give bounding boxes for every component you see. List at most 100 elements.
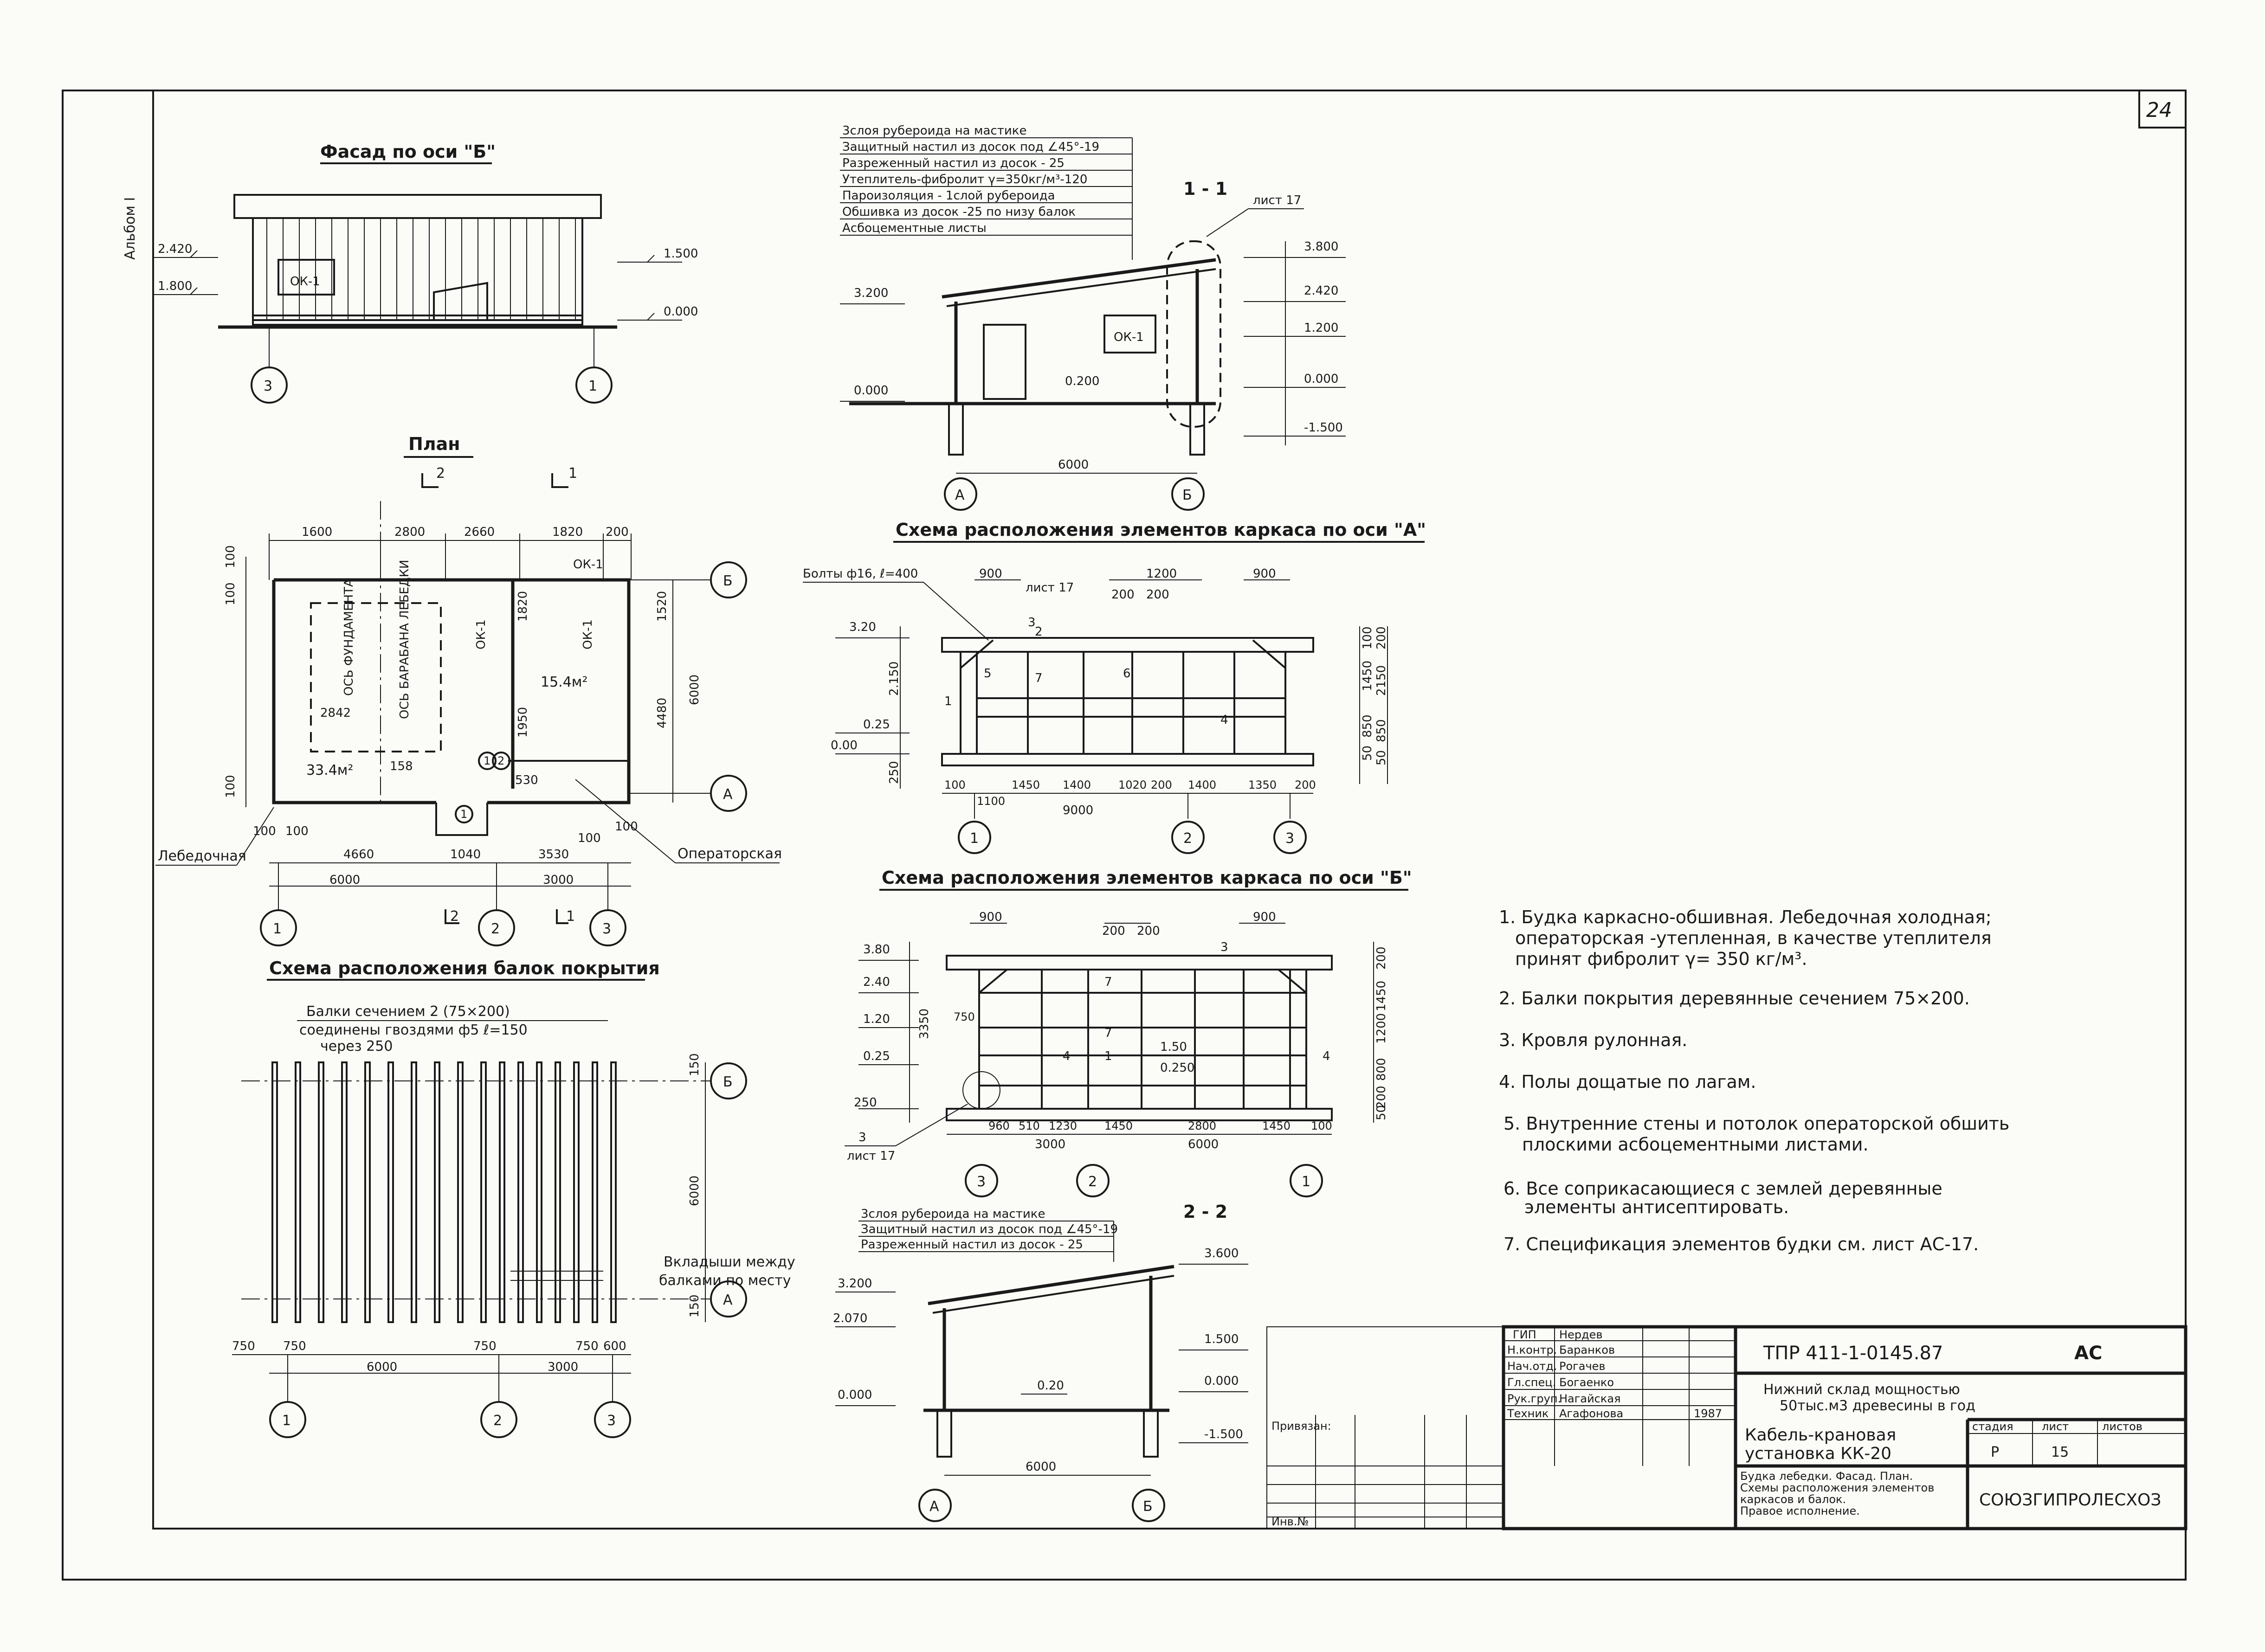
tb-role-1: ГИП bbox=[1513, 1328, 1536, 1341]
frame-b-right-dim-3: 1200 bbox=[1374, 1013, 1388, 1044]
album-label: Альбом I bbox=[122, 197, 138, 260]
section-2-2-layer-1: 3слоя рубероида на мастике bbox=[861, 1207, 1045, 1221]
plan-top-dim-1: 1600 bbox=[302, 525, 332, 539]
frame-b-bottom-dim-2: 510 bbox=[1019, 1119, 1040, 1132]
frame-b-axis-3: 3 bbox=[977, 1174, 986, 1190]
frame-b-right-dim-2: 1450 bbox=[1374, 981, 1388, 1011]
plan-side-dim-5: 4480 bbox=[655, 698, 669, 728]
frame-a-level-2: 2.150 bbox=[887, 662, 901, 696]
beams-axis-3: 3 bbox=[607, 1413, 616, 1429]
beams-side-dim-1: 150 bbox=[688, 1053, 702, 1076]
tb-binding: Привязан: bbox=[1271, 1420, 1331, 1433]
frame-a-sheet-ref: лист 17 bbox=[1026, 581, 1074, 595]
tb-stage-header: стадия bbox=[1972, 1420, 2013, 1433]
section-2-2-level-6: 0.000 bbox=[1204, 1374, 1239, 1388]
section-1-1-title: 1 - 1 bbox=[1183, 179, 1227, 199]
plan-section-mark-1b: 1 bbox=[566, 908, 575, 925]
plan-foundation bbox=[310, 602, 442, 752]
frame-a-total: 9000 bbox=[1063, 804, 1093, 817]
frame-a-mark-5: 5 bbox=[984, 667, 992, 681]
tb-project-2: 50тыс.м3 древесины в год bbox=[1780, 1398, 1975, 1414]
frame-b-mark-7a: 7 bbox=[1104, 975, 1112, 989]
section-2-2-level-3: 2.070 bbox=[833, 1311, 867, 1325]
plan-room-operator: Операторская bbox=[678, 846, 782, 862]
section-1-1-level-3: 0.200 bbox=[1065, 374, 1099, 388]
frame-a-mark-2: 2 bbox=[1035, 625, 1043, 639]
tb-year: 1987 bbox=[1694, 1407, 1722, 1420]
frame-b-bottom-dim-4: 1450 bbox=[1104, 1119, 1133, 1132]
section-1-1-window-label: ОК-1 bbox=[1114, 330, 1144, 344]
facade-level-4: 0.000 bbox=[664, 305, 698, 319]
plan-inner-dim-5: 530 bbox=[515, 773, 538, 787]
frame-a-bottom-dim-6: 200 bbox=[1151, 778, 1172, 791]
section-1-1-roof bbox=[942, 258, 1216, 299]
facade-cladding bbox=[266, 218, 576, 320]
frame-b-level-2: 2.40 bbox=[863, 975, 890, 989]
frame-a-top-beam bbox=[941, 637, 1314, 653]
frame-a-bolts: Болты ф16, ℓ=400 bbox=[803, 567, 918, 581]
beams-callout-3: через 250 bbox=[320, 1038, 393, 1054]
facade-level-1: 2.420 bbox=[158, 242, 192, 256]
section-1-1-level-1: 3.200 bbox=[854, 286, 888, 300]
plan-door-mark-1: 1 bbox=[484, 754, 490, 767]
note-1a: 1. Будка каркасно-обшивная. Лебедочная х… bbox=[1499, 907, 1992, 927]
frame-a-mark-7: 7 bbox=[1035, 671, 1043, 685]
section-1-1-axis-a: А bbox=[955, 487, 965, 503]
section-2-2-layer-2: Защитный настил из досок под ∠45°-19 bbox=[861, 1222, 1118, 1236]
section-2-2-title: 2 - 2 bbox=[1183, 1202, 1227, 1222]
beams-side-dim-2: 6000 bbox=[688, 1176, 702, 1206]
frame-b-level-3: 1.20 bbox=[863, 1012, 890, 1026]
tb-role-3: Нач.отд. bbox=[1507, 1360, 1557, 1373]
frame-b-mark-4b: 4 bbox=[1323, 1049, 1330, 1063]
section-2-2-level-1: 3.600 bbox=[1204, 1247, 1239, 1260]
section-2-2-roof bbox=[928, 1265, 1174, 1305]
section-1-1-level-6: 1.200 bbox=[1304, 321, 1338, 335]
frame-a-bottom-dim-7: 1400 bbox=[1188, 778, 1216, 791]
frame-b-level-1: 3.80 bbox=[863, 943, 890, 957]
tb-role-2: Н.контр. bbox=[1507, 1343, 1557, 1356]
note-6b: элементы антисептировать. bbox=[1524, 1197, 1789, 1217]
frame-b-top-dim-4: 900 bbox=[1253, 910, 1276, 924]
section-2-2-floor: 0.20 bbox=[1037, 1379, 1064, 1393]
beams-axis-2: 2 bbox=[493, 1413, 502, 1429]
section-2-2-level-4: 1.500 bbox=[1204, 1332, 1239, 1346]
tb-name-1: Нердев bbox=[1559, 1328, 1603, 1341]
plan-area-2: 15.4м² bbox=[541, 674, 587, 690]
section-1-1-window bbox=[1103, 315, 1156, 354]
note-3: 3. Кровля рулонная. bbox=[1499, 1030, 1687, 1050]
section-1-1-span: 6000 bbox=[1058, 458, 1089, 472]
beams-axis-a: А bbox=[723, 1292, 733, 1308]
frame-b-inner-level-2: 0.250 bbox=[1160, 1061, 1194, 1075]
frame-a-right-dim-4: 850 bbox=[1361, 714, 1374, 738]
plan-label-drum-axis: ОСЬ БАРАБАНА ЛЕБЕДКИ bbox=[398, 560, 412, 720]
plan-label-ok1-b: ОК-1 bbox=[581, 619, 595, 649]
section-2-2-level-2: 3.200 bbox=[838, 1277, 872, 1291]
roof-layer-4: Утеплитель-фибролит γ=350кг/м³-120 bbox=[842, 173, 1087, 186]
frame-b-view: Схема расположения элементов каркаса по … bbox=[845, 868, 1412, 1197]
plan-top-dim-5: 200 bbox=[606, 525, 629, 539]
frame-a-top-dim-5: 900 bbox=[1253, 567, 1276, 581]
beams-callout-2: соединены гвоздями ф5 ℓ=150 bbox=[299, 1022, 528, 1038]
frame-b-mark-3: 3 bbox=[1220, 940, 1228, 954]
frame-a-top-dim-3: 200 bbox=[1111, 588, 1135, 602]
sheet-number: 24 bbox=[2146, 98, 2172, 122]
frame-b-axis-2: 2 bbox=[1088, 1174, 1097, 1190]
frame-b-sheet-ref: лист 17 bbox=[847, 1149, 895, 1163]
plan-side-dim-1: 100 bbox=[224, 545, 238, 568]
frame-b-mark-4a: 4 bbox=[1063, 1049, 1071, 1063]
frame-b-level-6: 3350 bbox=[917, 1009, 931, 1039]
plan-inner-dim-1: 1820 bbox=[516, 591, 530, 622]
plan-section-mark-2b: 2 bbox=[450, 908, 459, 925]
frame-b-bottom-dim-5: 2800 bbox=[1188, 1119, 1216, 1132]
note-7: 7. Спецификация элементов будки см. лист… bbox=[1504, 1234, 1979, 1254]
plan-bottom-dim-4: 1040 bbox=[450, 848, 481, 861]
tb-role-4: Гл.спец. bbox=[1507, 1376, 1556, 1389]
tb-role-5: Рук.груп. bbox=[1507, 1392, 1561, 1405]
plan-top-dim-2: 2800 bbox=[394, 525, 425, 539]
plan-inner-dim-3: 2842 bbox=[320, 706, 351, 720]
facade-title: Фасад по оси "Б" bbox=[320, 141, 496, 162]
section-1-1-sheet-ref: лист 17 bbox=[1253, 193, 1301, 207]
frame-b-title: Схема расположения элементов каркаса по … bbox=[882, 868, 1412, 888]
tb-desc-2: Схемы расположения элементов bbox=[1740, 1481, 1934, 1494]
frame-a-axis-2: 2 bbox=[1183, 830, 1192, 847]
